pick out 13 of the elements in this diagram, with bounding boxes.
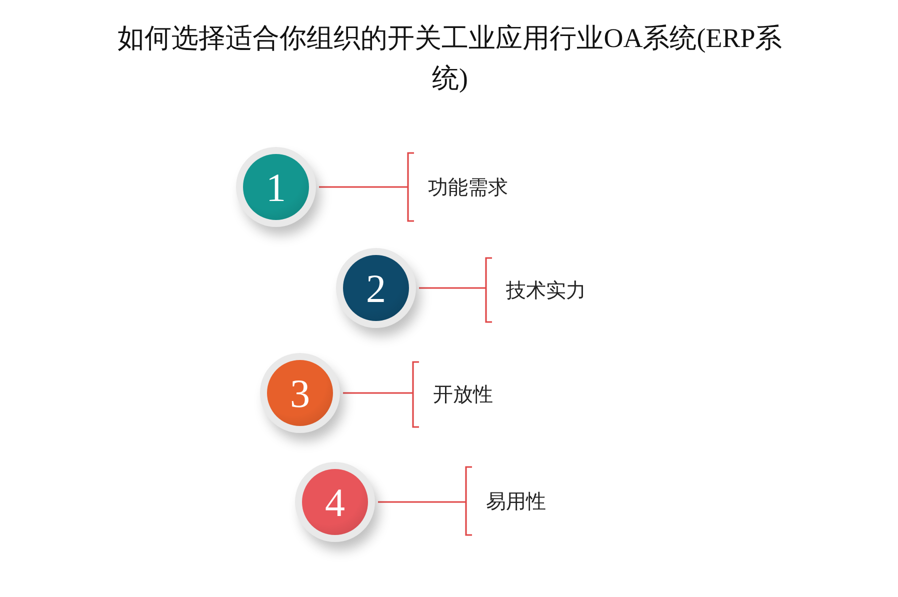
- connector-line: [419, 287, 486, 289]
- bracket-label: 易用性: [464, 466, 546, 536]
- number-circle: 2: [343, 255, 409, 321]
- bracket-label: 开放性: [411, 361, 493, 428]
- connector-line: [319, 186, 408, 188]
- bracket-label: 功能需求: [406, 152, 508, 222]
- number-circle: 3: [267, 360, 333, 426]
- number-circle: 4: [302, 469, 368, 535]
- bracket-label: 技术实力: [484, 257, 586, 323]
- number-circle: 1: [243, 154, 309, 220]
- connector-line: [378, 501, 466, 503]
- diagram-title: 如何选择适合你组织的开关工业应用行业OA系统(ERP系统): [116, 22, 784, 95]
- connector-line: [343, 392, 413, 394]
